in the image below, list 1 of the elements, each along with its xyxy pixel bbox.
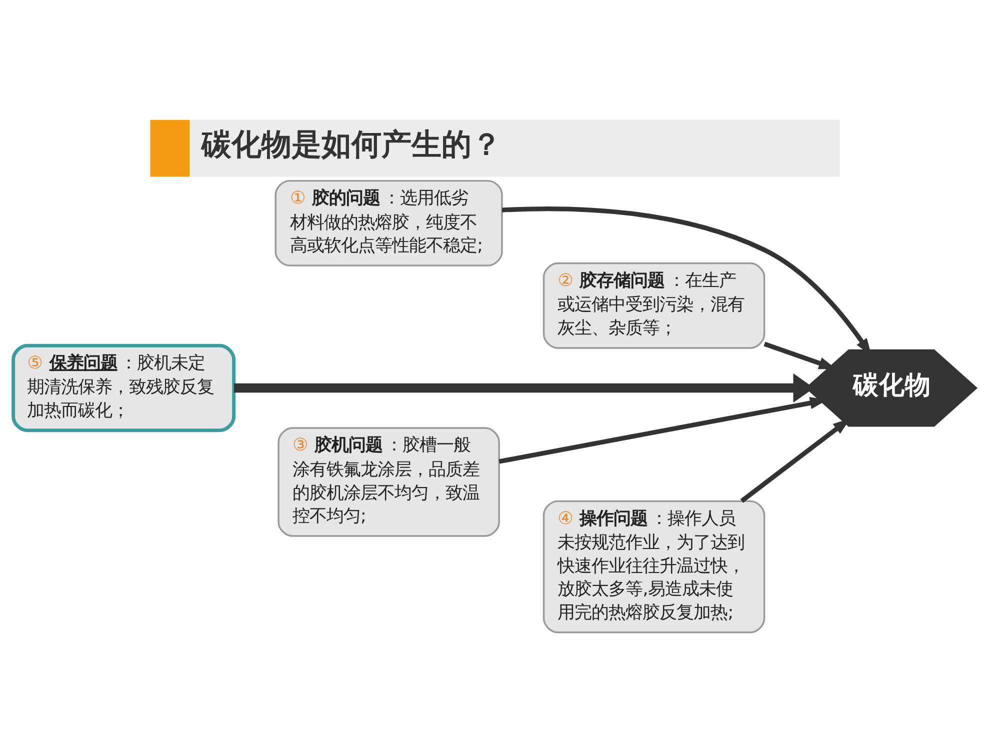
diagram-title: 碳化物是如何产生的？ — [201, 127, 502, 162]
